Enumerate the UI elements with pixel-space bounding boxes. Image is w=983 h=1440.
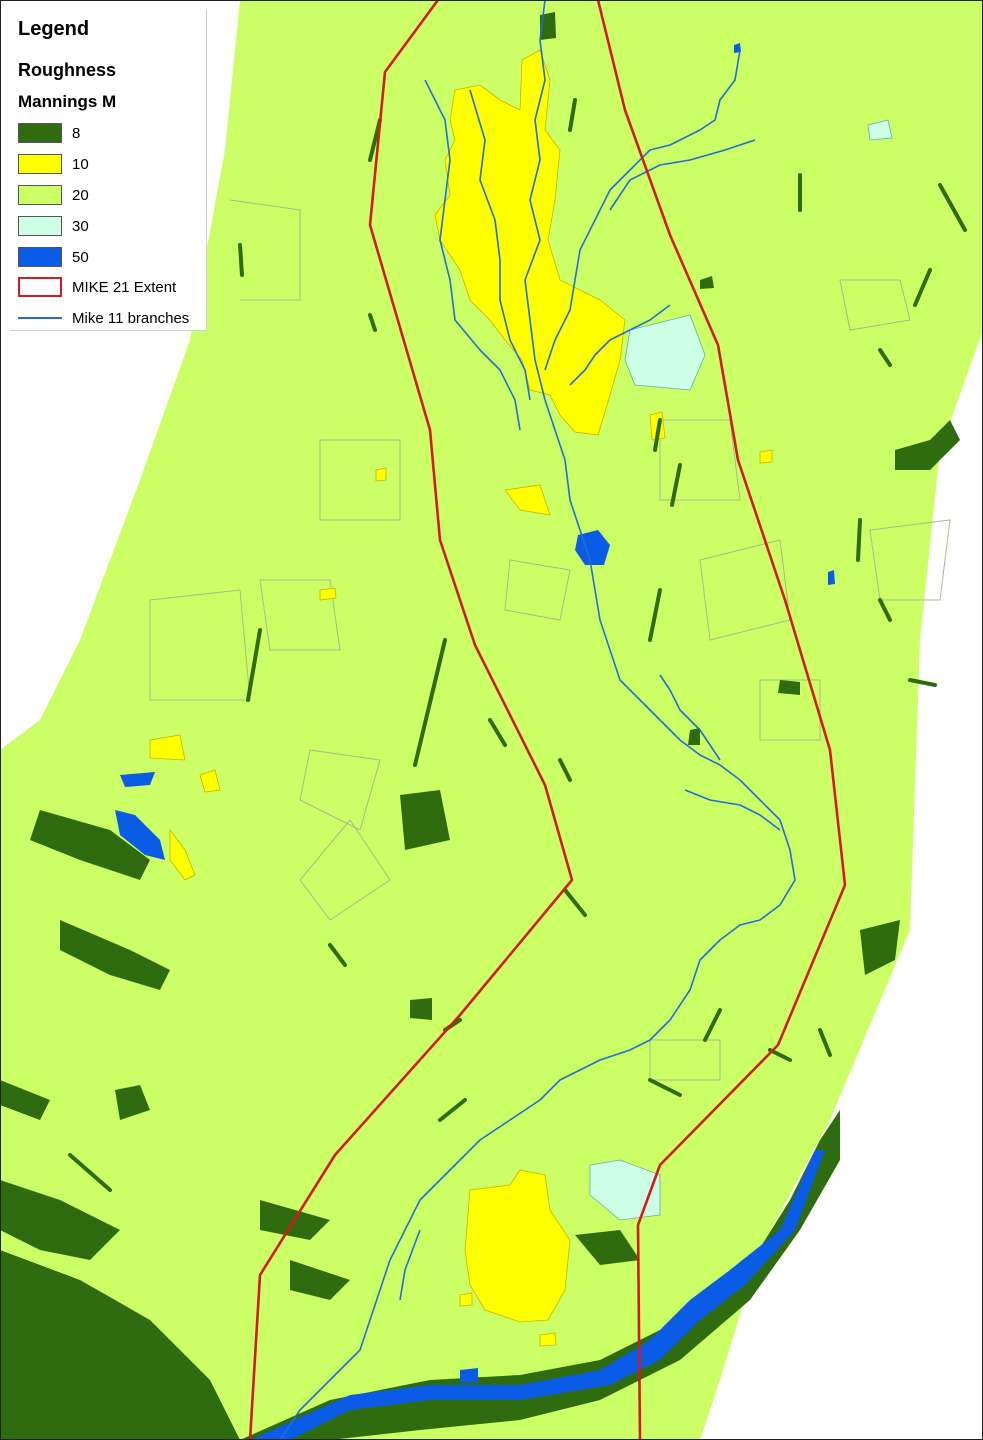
legend-swatch [18,123,62,143]
map-legend: Legend Roughness Mannings M 8 10 20 30 5… [10,10,207,331]
legend-class-10: 10 [18,153,89,175]
legend-swatch [18,154,62,174]
parcel-boundaries [149,199,951,1081]
legend-class-30: 30 [18,215,89,237]
legend-class-label: 50 [72,248,89,266]
legend-branches-label: Mike 11 branches [72,309,190,327]
legend-class-label: 8 [72,124,81,142]
legend-mike11-branches: Mike 11 branches [18,307,189,329]
legend-class-label: 10 [72,155,89,173]
legend-extent-label: MIKE 21 Extent [72,278,177,296]
legend-class-label: 30 [72,217,89,235]
legend-mike21-extent: MIKE 21 Extent [18,276,176,298]
legend-class-20: 20 [18,184,89,206]
legend-field-name: Mannings M [18,92,117,111]
roughness-areas-50 [115,43,835,1440]
vegetation-strips [18,98,967,1322]
legend-layer-name: Roughness [18,60,117,80]
roughness-areas-8 [0,12,960,1440]
legend-swatch [18,185,62,205]
legend-title: Legend [18,18,90,40]
roughness-areas-10 [149,49,773,1435]
legend-swatch [18,247,62,267]
legend-branch-swatch [18,308,62,328]
mike11-branches [279,0,796,1440]
legend-extent-swatch [18,277,62,297]
legend-class-label: 20 [72,186,89,204]
legend-class-8: 8 [18,122,80,144]
legend-class-50: 50 [18,246,89,268]
legend-swatch [18,216,62,236]
mike21-extent [248,0,847,1440]
